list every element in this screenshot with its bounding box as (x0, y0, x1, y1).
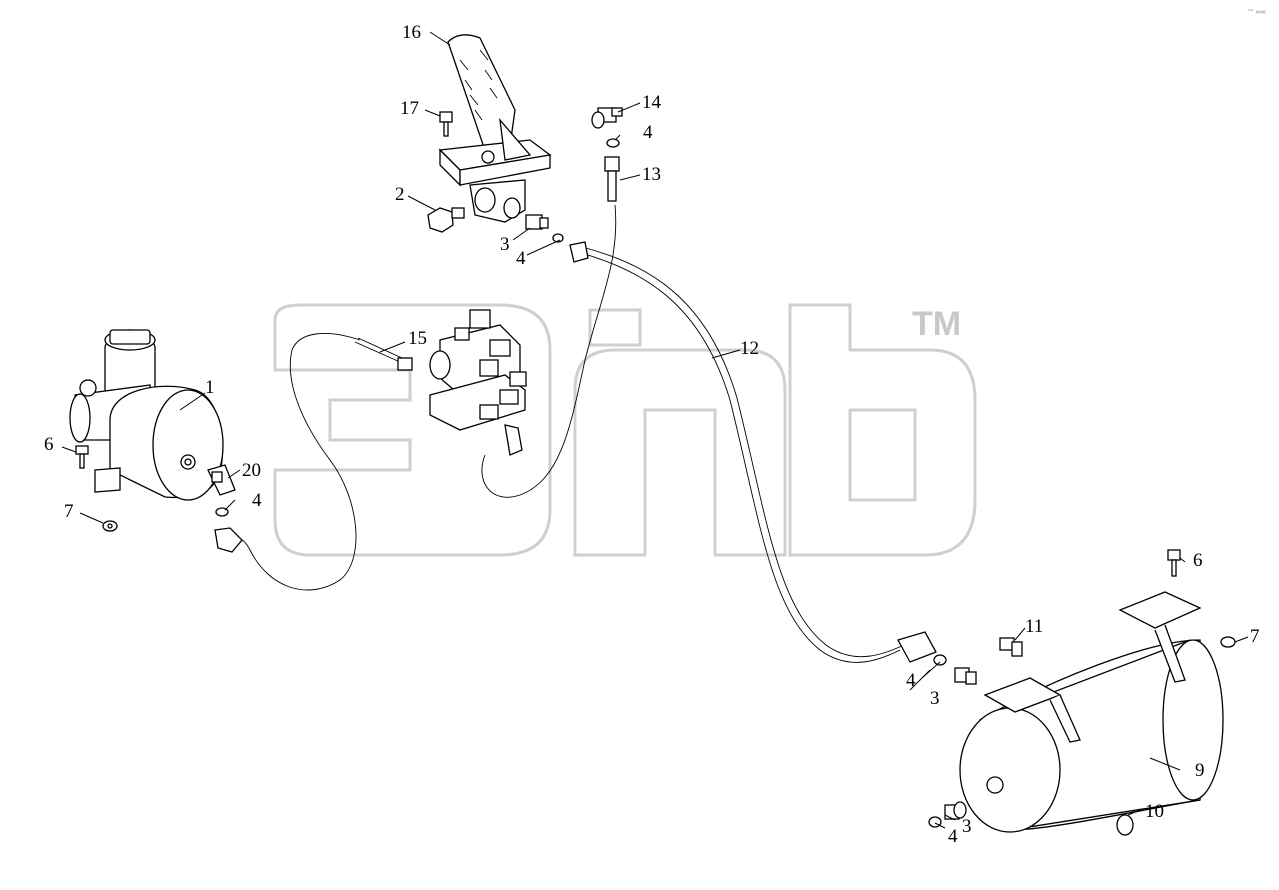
callout-4: 4 (948, 826, 958, 847)
callout-7: 7 (1250, 626, 1260, 647)
callout-6: 6 (1193, 550, 1203, 571)
callout-13: 13 (642, 164, 661, 185)
callout-2: 2 (395, 184, 405, 205)
callout-10: 10 (1145, 801, 1164, 822)
fitting-11 (999, 637, 1023, 657)
fitting-3-top (525, 214, 549, 230)
bolt-17 (439, 111, 453, 137)
callout-7: 7 (64, 501, 74, 522)
bolt-6-right (1167, 549, 1181, 577)
callout-1: 1 (205, 377, 215, 398)
nut-7-right (1220, 636, 1236, 648)
callout-12: 12 (740, 338, 759, 359)
corner-mark: °° ∞∞ (1248, 8, 1266, 16)
watermark-trademark: TM (912, 305, 961, 343)
distributor-block (429, 309, 527, 431)
callout-4: 4 (516, 248, 526, 269)
drain-valve-10 (1116, 814, 1134, 836)
brake-valve-body (469, 179, 526, 223)
callout-3: 3 (500, 234, 510, 255)
callout-3: 3 (962, 816, 972, 837)
washer-4-mid (552, 233, 564, 243)
watermark-logo: TM (273, 303, 977, 557)
bolt-6-left (75, 445, 89, 469)
hose-12-end-top (569, 241, 589, 263)
callout-4: 4 (252, 490, 262, 511)
callout-4: 4 (643, 122, 653, 143)
callout-17: 17 (400, 98, 419, 119)
callout-9: 9 (1195, 760, 1205, 781)
pipe-fitting-13 (604, 156, 620, 202)
air-tank (959, 591, 1224, 833)
callout-16: 16 (402, 22, 421, 43)
hose-end-left (214, 527, 243, 553)
nut-7-left (102, 520, 118, 532)
washer-4-top (606, 138, 620, 148)
callout-15: 15 (408, 328, 427, 349)
callouts: 1 2 3 3 3 4 4 4 4 4 6 6 7 7 9 10 11 12 1… (44, 22, 1260, 847)
pipe-15 (354, 337, 413, 371)
callout-3: 3 (930, 688, 940, 709)
brake-pipes (234, 204, 937, 663)
fitting-14 (591, 107, 623, 129)
plug-2 (427, 207, 465, 233)
leader-lines (61, 31, 1249, 829)
washer-4-right (933, 654, 947, 666)
callout-6: 6 (44, 434, 54, 455)
callout-4: 4 (906, 670, 916, 691)
fitting-3-right (954, 667, 977, 685)
callout-20: 20 (242, 460, 261, 481)
master-cylinder (69, 329, 224, 501)
callout-11: 11 (1025, 616, 1043, 637)
elbow-fitting-20 (207, 464, 236, 496)
elbow-block (504, 424, 523, 456)
callout-14: 14 (642, 92, 662, 113)
brake-pedal (438, 34, 552, 187)
